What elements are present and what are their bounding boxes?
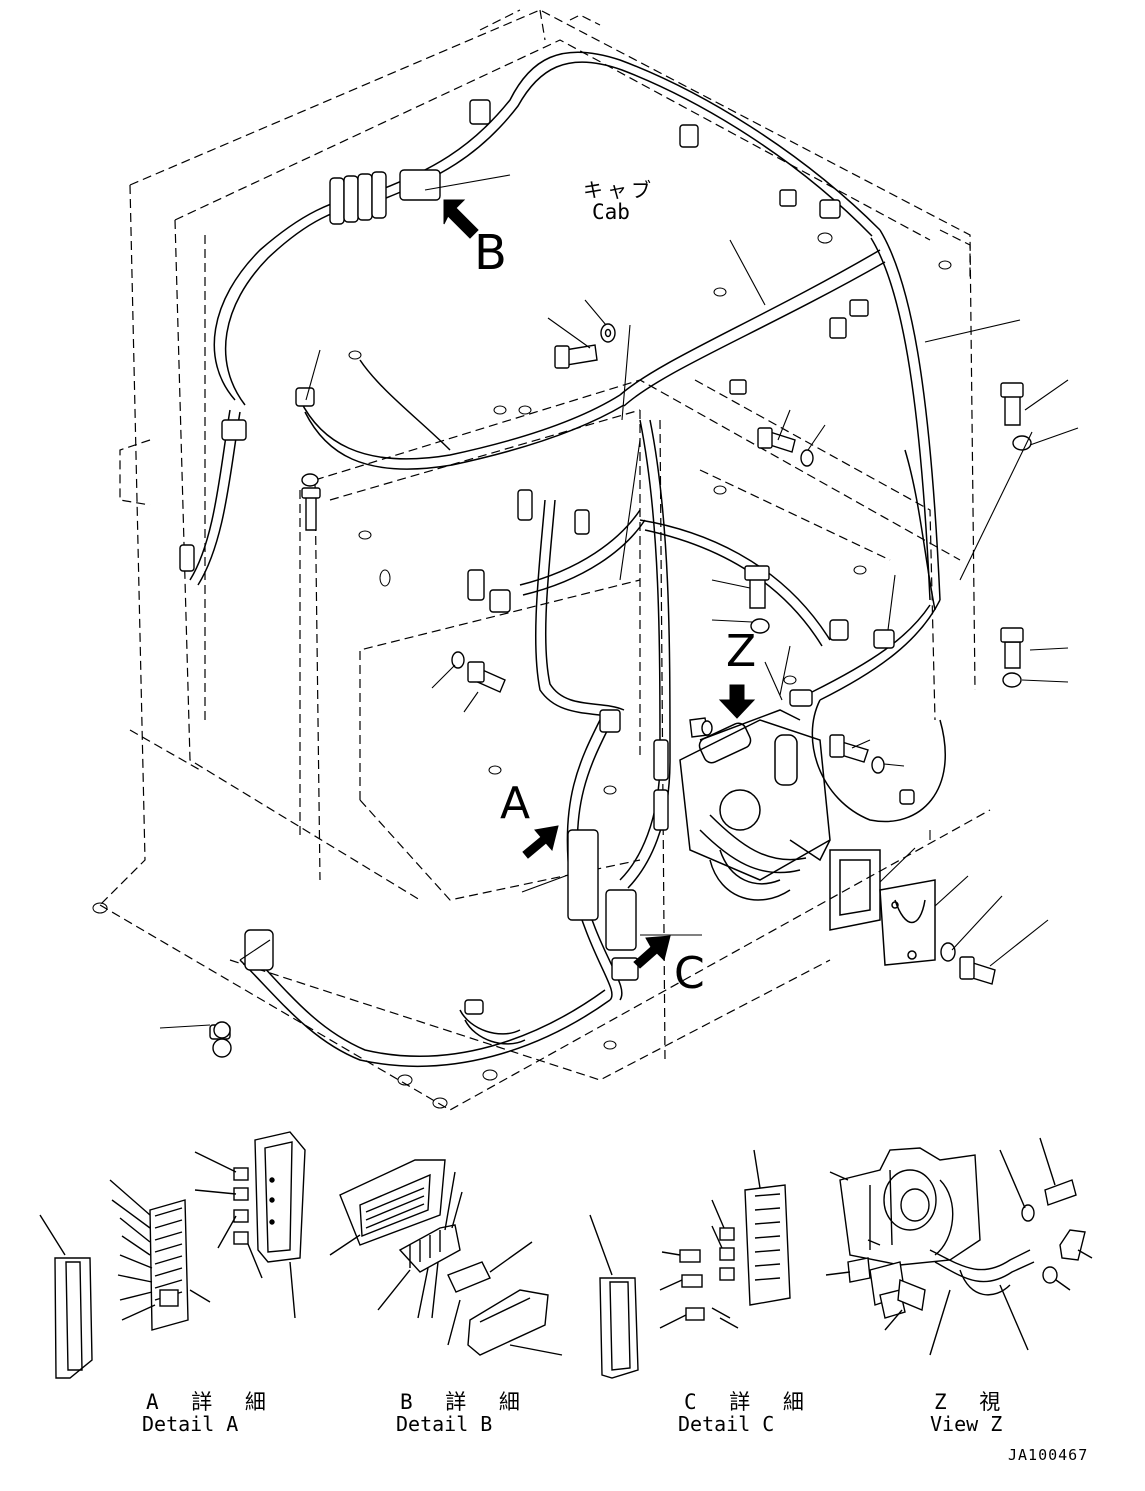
bolts-and-washers	[212, 323, 1032, 1058]
caption-c-jp: C 詳 細	[684, 1390, 814, 1414]
view-arrows	[443, 199, 756, 969]
cab-label-en: Cab	[592, 200, 630, 224]
cab-frame	[99, 9, 991, 1111]
caption-b-jp: B 詳 細	[400, 1390, 530, 1414]
view-letter-b: B	[474, 225, 507, 281]
view-letter-c: C	[674, 948, 705, 999]
view-letter-z: Z	[726, 626, 757, 677]
caption-a-jp: A 詳 細	[146, 1390, 276, 1414]
controller-assembly	[679, 709, 936, 966]
caption-z-jp: Z 視	[934, 1390, 1011, 1414]
view-letter-a: A	[500, 778, 531, 829]
leader-lines	[159, 174, 1079, 1029]
cab-label-jp: キャブ	[583, 178, 655, 202]
detail-c-drawing	[589, 1149, 791, 1379]
caption-z-en: View Z	[930, 1412, 1003, 1436]
drawing-code: JA100467	[1008, 1446, 1089, 1464]
detail-b-drawing	[329, 1159, 563, 1356]
view-z-drawing	[825, 1137, 1093, 1356]
detail-a-drawing	[39, 1131, 306, 1379]
caption-c-en: Detail C	[678, 1412, 775, 1436]
caption-b-en: Detail B	[396, 1412, 493, 1436]
harness-connectors	[179, 99, 915, 1040]
caption-a-en: Detail A	[142, 1412, 239, 1436]
panel-holes	[92, 232, 952, 1109]
